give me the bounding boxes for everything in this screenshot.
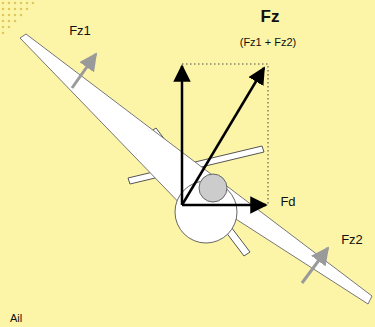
force-name: Fz	[261, 8, 280, 25]
drift-force-arrow	[182, 204, 266, 207]
partial-caption: Ail	[10, 313, 22, 324]
wing	[20, 34, 372, 304]
force-name: Fz1	[69, 24, 91, 37]
cockpit	[199, 174, 227, 202]
force-name: Fd	[280, 195, 295, 208]
lift-arrow	[72, 54, 96, 88]
force-sum: (Fz1 + Fz2)	[240, 37, 297, 48]
dot-texture	[0, 0, 40, 40]
parallelogram-guide	[182, 64, 268, 205]
resultant-force-arrow	[182, 68, 264, 205]
lift-arrow	[302, 248, 328, 283]
force-name: Fz2	[341, 233, 363, 246]
vertical-force-arrow	[181, 66, 184, 205]
